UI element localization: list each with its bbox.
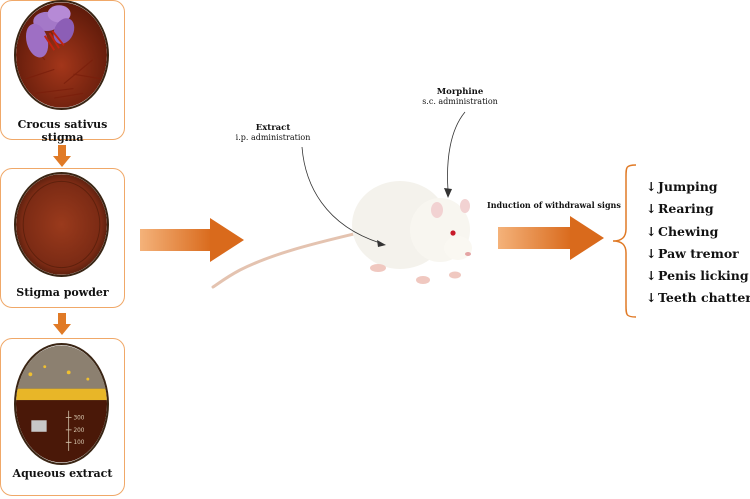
morphine-subtitle: s.c. administration [422, 97, 498, 106]
down-arrow-icon: ↓ [646, 223, 657, 239]
down-arrow-icon [53, 145, 71, 167]
withdrawal-signs-list: ↓Jumping ↓Rearing ↓Chewing ↓Paw tremor ↓… [646, 176, 750, 310]
sign-penis-licking: ↓Penis licking [646, 265, 750, 287]
sign-label: Chewing [658, 223, 719, 239]
right-arrow-icon [140, 218, 244, 262]
morphine-pointer-arrow [444, 111, 466, 198]
beaker-mark-200: 200 [73, 428, 84, 434]
morphine-title: Morphine [436, 87, 484, 97]
down-arrow-icon: ↓ [646, 268, 657, 284]
down-arrow-icon: ↓ [646, 179, 657, 194]
aqueous-extract-beaker-image: 300 200 100 [14, 343, 109, 465]
down-arrow-icon: ↓ [646, 245, 657, 261]
panel-label-powder: Stigma powder [16, 286, 109, 299]
sign-label: Paw tremor [658, 245, 739, 261]
brace-icon [612, 164, 637, 318]
beaker-mark-300: 300 [73, 415, 84, 421]
crocus-flower-image [14, 0, 109, 110]
extract-subtitle: i.p. administration [235, 133, 311, 142]
panel-label-crocus: Crocus sativus stigma [17, 118, 108, 144]
rat-image [211, 181, 472, 289]
morphine-annotation: Morphine s.c. administration [405, 87, 515, 107]
sign-chewing: ↓Chewing [646, 221, 750, 243]
extract-pointer-arrow [301, 146, 386, 247]
sign-label: Rearing [658, 201, 714, 217]
right-arrow-icon [498, 216, 604, 260]
stigma-powder-image [14, 172, 109, 277]
sign-paw-tremor: ↓Paw tremor [646, 243, 750, 265]
induction-label: Induction of withdrawal signs [487, 200, 621, 210]
extract-title: Extract [255, 123, 291, 133]
down-arrow-icon [53, 313, 71, 335]
sign-rearing: ↓Rearing [646, 198, 750, 220]
panel-label-aqueous: Aqueous extract [12, 467, 113, 480]
sign-jumping: ↓Jumping [646, 176, 750, 198]
down-arrow-icon: ↓ [646, 201, 657, 217]
sign-label: Teeth chattering [658, 290, 750, 306]
sign-label: Penis licking [658, 268, 749, 284]
beaker-mark-100: 100 [73, 440, 84, 446]
sign-teeth-chattering: ↓Teeth chattering [646, 287, 750, 309]
sign-label: Jumping [658, 179, 718, 194]
down-arrow-icon: ↓ [646, 290, 657, 306]
extract-annotation: Extract i.p. administration [228, 123, 318, 143]
